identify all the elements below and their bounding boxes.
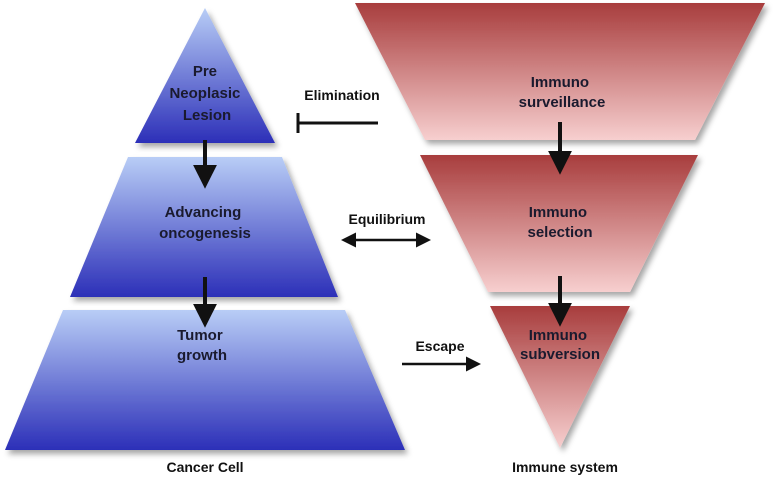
immune-tier-1-label: Immuno surveillance: [519, 74, 606, 111]
cancer-tier-1-label: Pre Neoplasic Lesion: [169, 63, 244, 124]
immune-tier-3-shape: [490, 306, 630, 448]
cancer-tier-3-label: Tumor growth: [177, 327, 227, 364]
cancer-tier-2-label: Advancing oncogenesis: [159, 204, 251, 242]
immune-tier-3-label: Immuno subversion: [520, 327, 600, 363]
phase-equilibrium-label: Equilibrium: [349, 211, 426, 227]
immune-tier-2-label: Immuno selection: [527, 204, 592, 241]
phase-escape-label: Escape: [415, 338, 464, 354]
cancer-tier-1-shape: [135, 8, 275, 143]
cancer-tier-2-shape: [70, 157, 338, 297]
immune-tier-2-shape: [420, 155, 698, 292]
cancer-cell-caption: Cancer Cell: [166, 459, 243, 475]
immune-system-caption: Immune system: [512, 459, 618, 475]
immune-pyramid: [355, 3, 765, 448]
cancer-pyramid: [5, 8, 405, 450]
immune-tier-1-shape: [355, 3, 765, 140]
phase-elimination-label: Elimination: [304, 87, 379, 103]
cancer-tier-3-shape: [5, 310, 405, 450]
elimination-inhibit-arrow: [296, 113, 378, 133]
